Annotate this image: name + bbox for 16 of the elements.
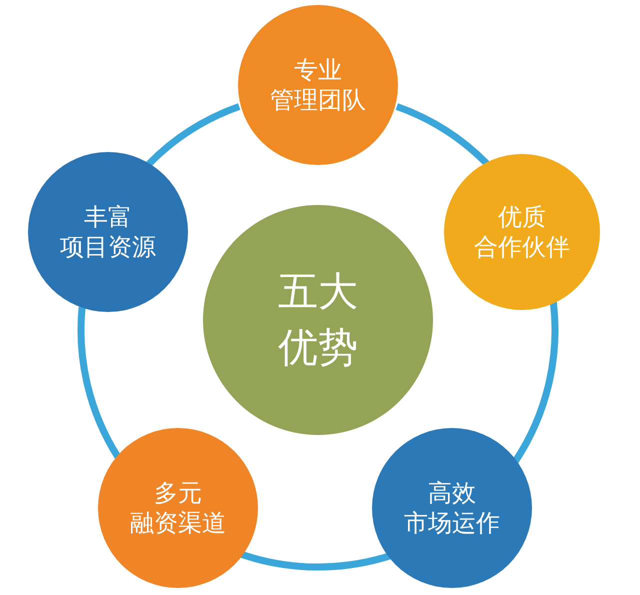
node-label: 市场运作 [404,508,500,538]
node-label: 高效 [428,478,476,508]
ring-connector [146,103,240,167]
node-label: 丰富 [84,202,132,232]
node-label: 管理团队 [270,85,366,115]
ring-connector [78,306,121,459]
node-label: 融资渠道 [130,508,226,538]
node-label: 项目资源 [60,232,156,262]
node-label: 专业 [294,55,342,85]
node-label: 多元 [154,478,202,508]
node-label: 合作伙伴 [474,232,570,262]
node-label: 优质 [498,202,546,232]
node-label: 五大优势 [278,268,358,373]
ring-connector [512,302,558,463]
ring-connector [396,103,490,166]
ring-connector [240,551,390,570]
